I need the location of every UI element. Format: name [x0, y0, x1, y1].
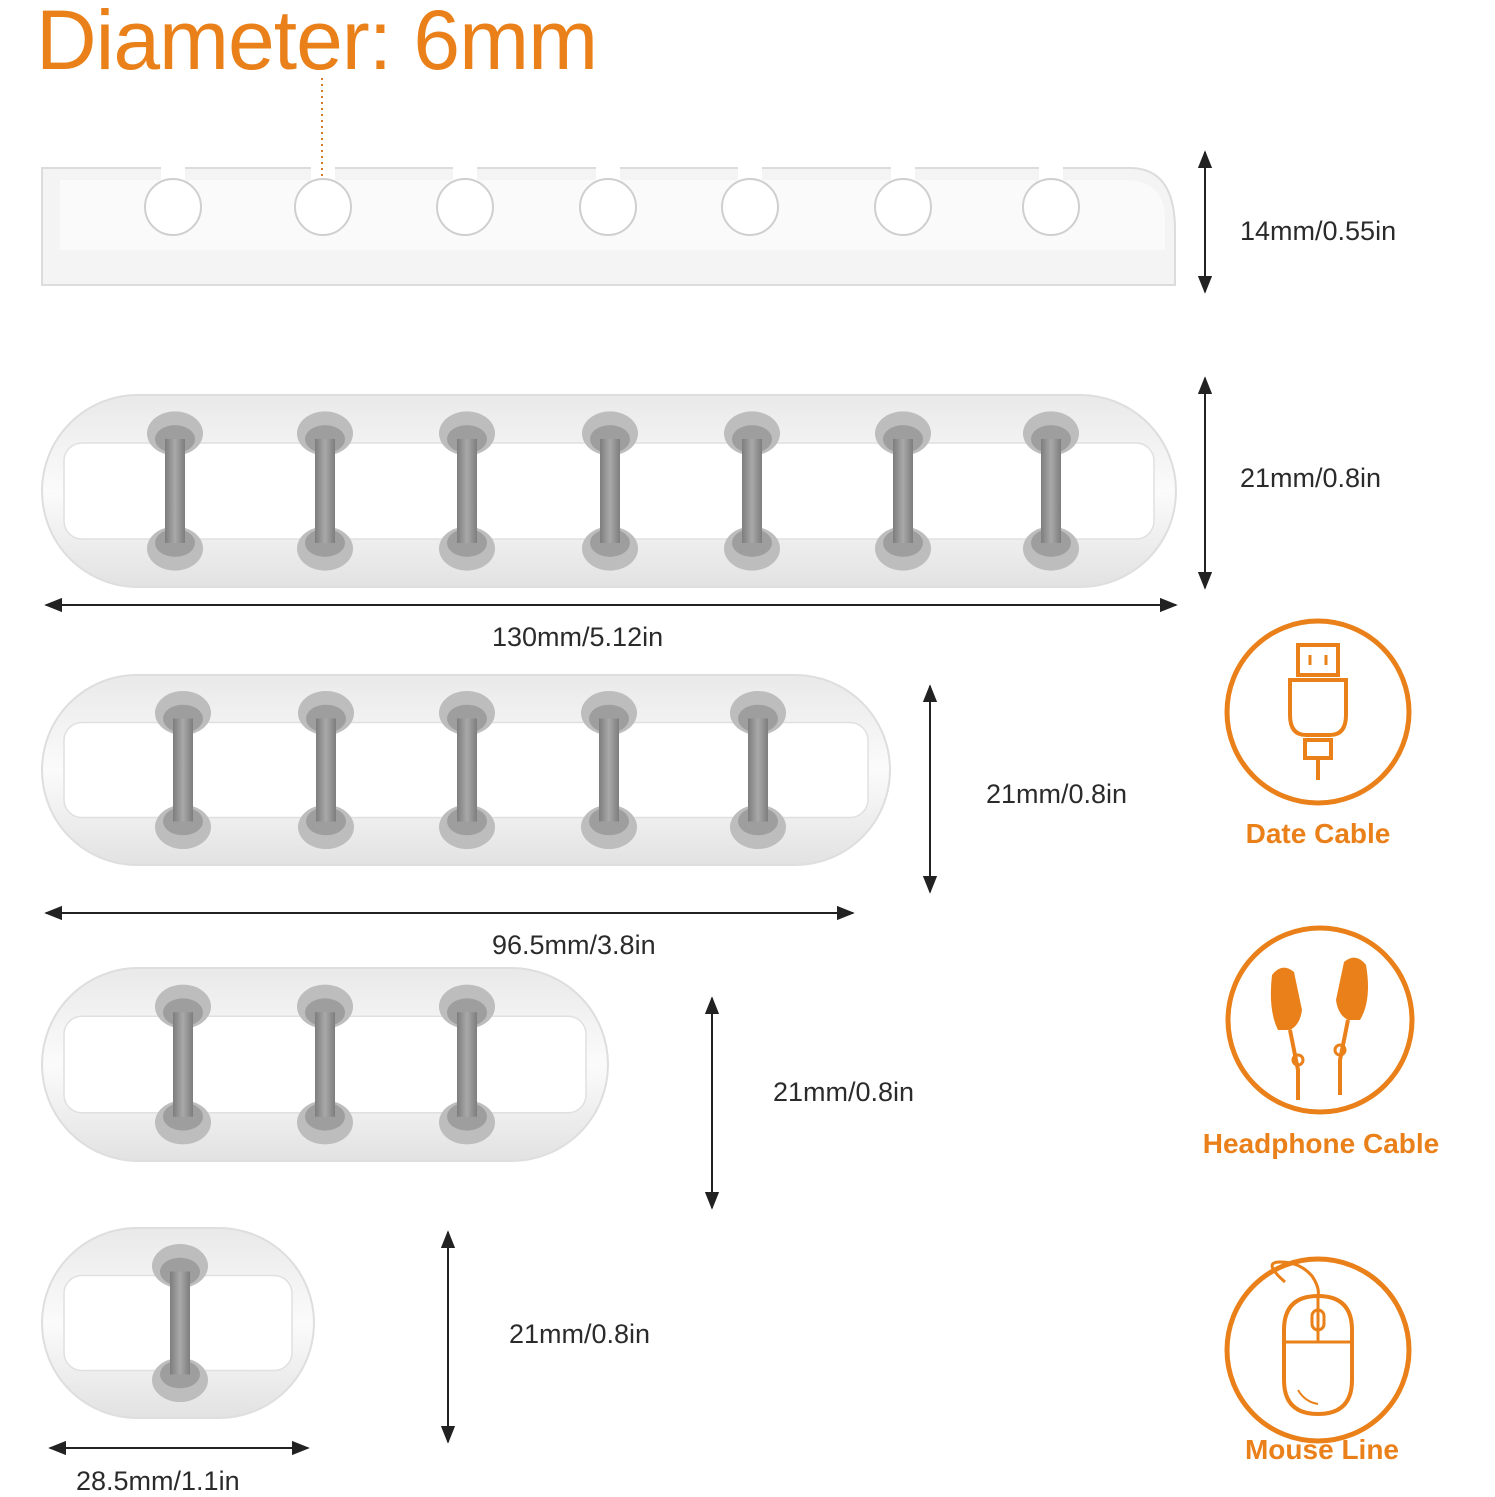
width-label-product-3: 96.5mm/3.8in	[492, 930, 656, 960]
cable-slot	[152, 1244, 208, 1402]
diameter-heading: Diameter: 6mm	[36, 0, 598, 87]
height-label-product-1: 14mm/0.55in	[1240, 216, 1397, 246]
cable-hole	[436, 160, 494, 236]
width-label-product-5: 28.5mm/1.1in	[76, 1466, 240, 1496]
cable-slot	[155, 691, 211, 849]
cable-slot	[875, 411, 931, 571]
cable-slot	[147, 411, 203, 571]
cable-hole	[144, 160, 202, 236]
cable-slot	[724, 411, 780, 571]
cable-clip-3-slot	[41, 967, 609, 1162]
height-label-product-4: 21mm/0.8in	[773, 1077, 915, 1107]
cable-slot	[581, 691, 637, 849]
cable-slot	[297, 984, 353, 1145]
headphone-cable-label: Headphone Cable	[1202, 1128, 1440, 1159]
cable-slot	[582, 411, 638, 571]
cable-slot	[297, 411, 353, 571]
mouse-icon	[1224, 1256, 1412, 1444]
cable-clip-7-slot-top-view	[41, 78, 1176, 286]
cable-clip-5-slot	[41, 674, 891, 866]
height-label-product-2: 21mm/0.8in	[1240, 463, 1382, 493]
cable-slot	[439, 691, 495, 849]
mouse-line-label: Mouse Line	[1244, 1434, 1399, 1465]
cable-hole	[294, 160, 352, 236]
date-cable-label: Date Cable	[1245, 818, 1391, 849]
usb-cable-icon	[1224, 618, 1412, 806]
cable-hole	[579, 160, 637, 236]
dimension-arrows	[44, 150, 1213, 1456]
cable-slot	[730, 691, 786, 849]
cable-slot	[439, 984, 495, 1145]
cable-hole	[721, 160, 779, 236]
cable-slot	[155, 984, 211, 1145]
height-label-product-5: 21mm/0.8in	[509, 1319, 651, 1349]
earphones-icon	[1225, 925, 1415, 1115]
cable-slot	[298, 691, 354, 849]
height-label-product-3: 21mm/0.8in	[986, 779, 1128, 809]
cable-slot	[439, 411, 495, 571]
cable-slot	[1023, 411, 1079, 571]
width-label-product-2: 130mm/5.12in	[492, 622, 664, 652]
cable-clip-7-slot	[41, 394, 1177, 588]
cable-hole	[1022, 160, 1080, 236]
cable-hole	[874, 160, 932, 236]
cable-clip-1-slot	[41, 1227, 315, 1419]
